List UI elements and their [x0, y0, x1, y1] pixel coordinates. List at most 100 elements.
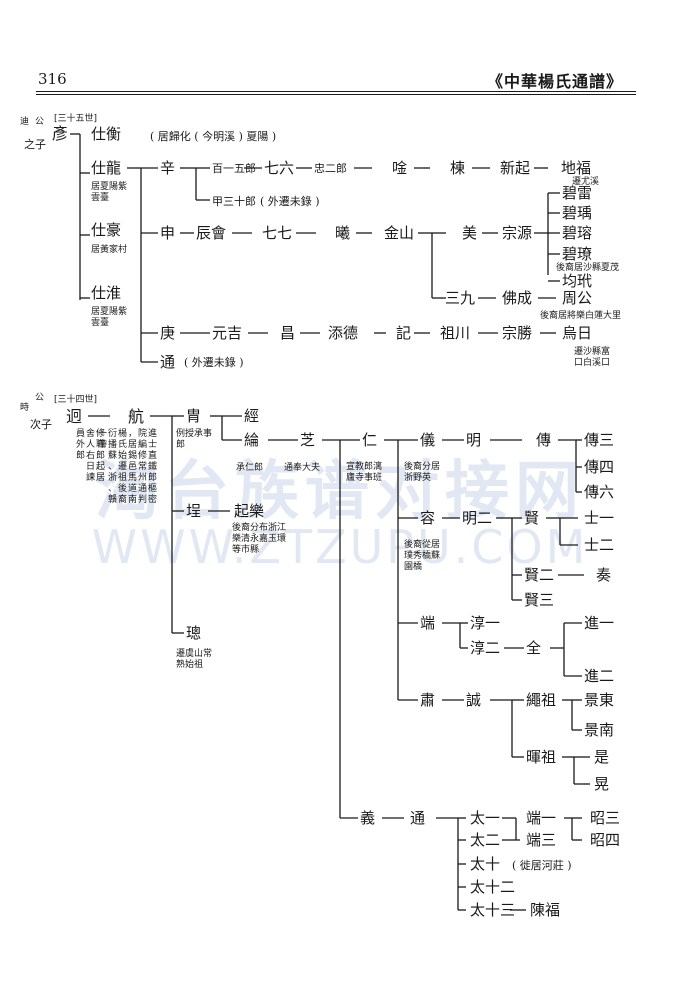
person-name: 通 [410, 809, 425, 827]
person-name: 太一 [470, 809, 500, 827]
person-name: 祖川 [440, 324, 470, 342]
person-name: 進二 [584, 667, 614, 685]
person-name: 太十三 [470, 901, 515, 919]
section-label: 公 [35, 392, 44, 403]
section-label: 之子 [24, 137, 46, 151]
person-name: 淳二 [470, 639, 500, 657]
person-name: 晃 [594, 775, 609, 793]
person-name: 昭四 [590, 831, 620, 849]
header-rule [36, 94, 636, 95]
person-note: ( 居歸化 ( 今明溪 ) 夏陽 ) [150, 129, 276, 143]
person-name: 忠二郎 [314, 161, 347, 175]
person-name: 仕衡 [91, 125, 121, 143]
person-name: 景南 [584, 721, 614, 739]
person-name: 傳四 [584, 458, 614, 476]
person-name: 士一 [584, 509, 614, 527]
person-note: ，居錫邑馬道南 [128, 429, 137, 505]
person-name: 航 [128, 407, 144, 426]
person-name: 端三 [526, 831, 556, 849]
person-note: 後裔從居璞秀橋蘇園橋 [404, 538, 440, 572]
person-name: 辰會 [196, 224, 226, 242]
person-name: 宗勝 [502, 324, 532, 342]
person-name: 庚 [160, 324, 175, 342]
person-name: 暉祖 [526, 748, 556, 766]
person-note: 居夏陽紫雲臺 [91, 306, 127, 328]
person-name: 義 [360, 809, 375, 827]
person-name: 新起 [500, 159, 530, 177]
person-name: 全 [526, 639, 541, 657]
person-note: 員外郎 [76, 428, 85, 461]
person-name: 均玳 [562, 272, 592, 290]
person-name: 儀 [420, 431, 435, 449]
person-name: 添德 [328, 324, 358, 342]
person-note: 後裔居將樂白蓮大里 [540, 309, 621, 321]
person-name: 傳 [536, 431, 551, 449]
person-note: 院編修常州通判 [138, 427, 147, 505]
person-note: 進士直鐵郎樞密 [148, 427, 157, 505]
person-name: 棟 [450, 159, 465, 177]
person-name: 金山 [384, 224, 414, 242]
person-name: 百一五郎 [212, 161, 256, 175]
person-name: 士二 [584, 536, 614, 554]
person-name: 璁 [186, 624, 201, 642]
person-name: 仕龍 [91, 159, 121, 177]
person-name: 仁 [362, 431, 377, 449]
person-name: 淳一 [470, 614, 500, 632]
person-name: 肅 [420, 691, 435, 709]
person-name: 記 [396, 324, 411, 342]
person-note: 修職郎起居 [96, 427, 105, 483]
page-number: 316 [38, 70, 67, 88]
person-name: 賢二 [524, 566, 554, 584]
person-name: 仕豪 [91, 221, 121, 239]
person-name: 端一 [526, 809, 556, 827]
person-name: 地福 [561, 159, 591, 177]
person-note: 宣教郎漓廬寺事班 [346, 460, 382, 483]
person-name: 端 [420, 614, 435, 632]
person-name: 傳三 [584, 431, 614, 449]
person-name: 美 [462, 224, 477, 242]
person-name: 七七 [262, 224, 292, 242]
person-name: 辛 [160, 159, 175, 177]
generation-tag: [三十四世] [54, 393, 97, 405]
person-name: 綸 [244, 431, 259, 449]
person-note: 遷尤溪 [572, 175, 599, 187]
person-name: 景東 [584, 691, 614, 709]
person-name: 佛成 [502, 289, 532, 307]
person-name: 容 [420, 509, 435, 527]
person-name: 起樂 [234, 502, 264, 520]
person-note: 後裔分布浙江樂清永嘉玉環等市縣 [232, 521, 286, 555]
person-name: 七六 [264, 159, 294, 177]
person-name: 明二 [462, 509, 492, 527]
section-label: 公 [35, 116, 44, 127]
section-label: 時 [20, 402, 29, 413]
person-name: 太二 [470, 831, 500, 849]
watermark-site-name: 淘台族谱对接网 [95, 455, 585, 529]
person-name: 賢三 [524, 591, 554, 609]
person-note: 例授承事郎 [176, 427, 212, 450]
person-note: ( 外遷未錄 ) [260, 194, 320, 208]
person-name: 通 [160, 353, 175, 371]
watermark-url: WWW.ZTZUPU.COM [91, 520, 589, 574]
person-name: 昭三 [590, 809, 620, 827]
person-name: 碧璙 [562, 245, 592, 263]
person-name: 碧雷 [562, 184, 592, 202]
person-note: 通奉大夫 [284, 461, 320, 473]
person-name: 埕 [186, 502, 201, 520]
generation-tag: [三十五世] [54, 112, 97, 124]
person-note: 遷虞山常熟始祖 [176, 647, 212, 670]
person-name: 烏日 [562, 324, 592, 342]
person-name: 賢 [524, 509, 539, 527]
person-note: 承仁郎 [236, 461, 263, 473]
person-name: 甲三十郎 [212, 194, 256, 208]
person-name: 奏 [596, 566, 611, 584]
root-person-name: 彥 [52, 124, 68, 143]
person-name: 周公 [562, 289, 592, 307]
person-name: 進一 [584, 614, 614, 632]
person-name: 誠 [466, 691, 481, 709]
person-name: 太十 [470, 855, 500, 873]
person-note: 舍人右日諫 [86, 427, 95, 483]
section-label: 迪 [20, 115, 29, 127]
person-name: 太十二 [470, 878, 515, 896]
person-name: 昌 [280, 324, 295, 342]
